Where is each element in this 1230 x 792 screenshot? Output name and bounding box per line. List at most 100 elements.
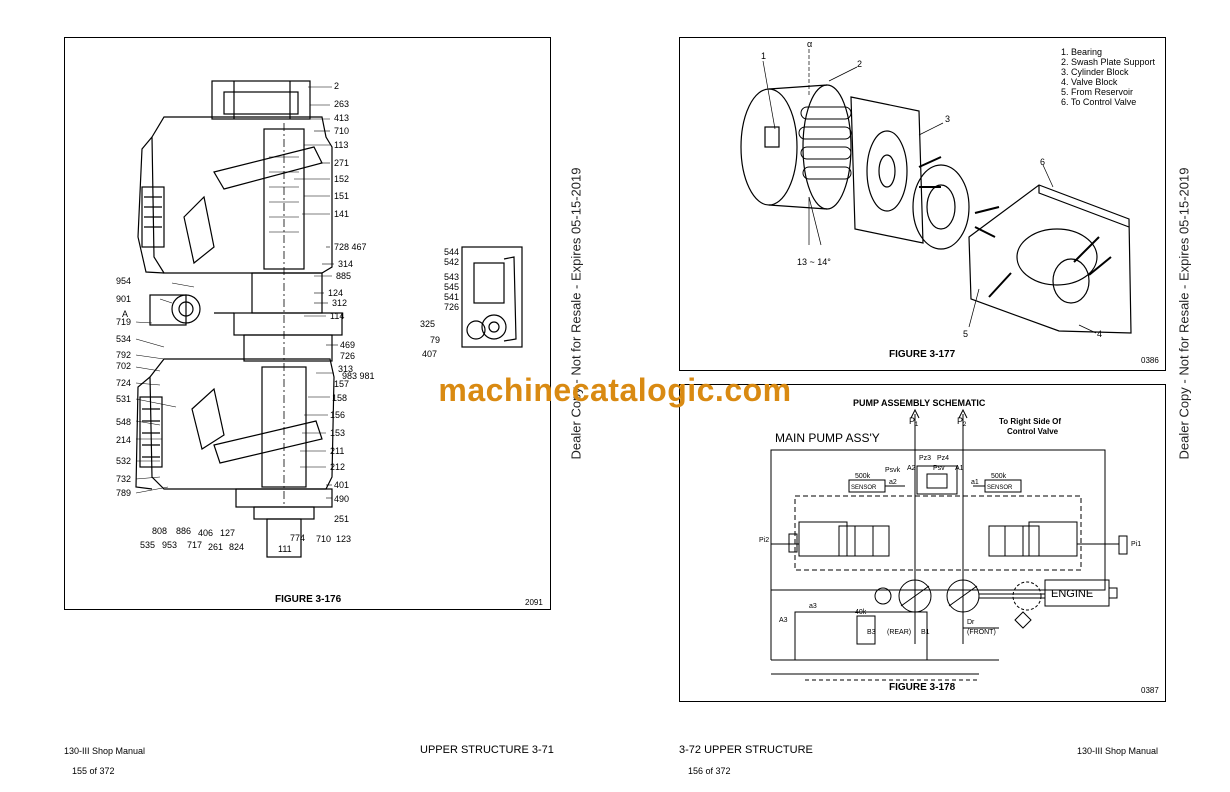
- callout-i-0: 544: [444, 247, 459, 257]
- legend-item-to-control-valve: 6. To Control Valve: [1061, 97, 1137, 107]
- callout-i-2: 543: [444, 272, 459, 282]
- figure-177-caption: FIGURE 3-177: [889, 349, 956, 360]
- label-sensor-left: SENSOR: [851, 485, 877, 491]
- label-right-side: To Right Side Of: [999, 417, 1061, 426]
- callout-r-21: 156: [330, 410, 345, 420]
- label-engine: ENGINE: [1051, 588, 1093, 600]
- pump-schematic-drawing: PUMP ASSEMBLY SCHEMATIC P1 P2 To Right S…: [759, 398, 1141, 681]
- label-pz4: Pz4: [937, 455, 949, 462]
- callout-l-3: 719: [116, 317, 131, 327]
- callout-r-1: 263: [334, 99, 349, 109]
- fig177-callout-4: 4: [1097, 329, 1102, 339]
- callout-r-6: 152: [334, 174, 349, 184]
- callout-r-18: 983 981: [342, 371, 375, 381]
- callout-b2-2: 717: [187, 540, 202, 550]
- legend-item-valve-block: 4. Valve Block: [1061, 77, 1118, 87]
- callout-i-3: 545: [444, 282, 459, 292]
- label-psv: Psv: [933, 465, 945, 472]
- label-500k-left: 500k: [855, 473, 871, 480]
- label-40k: 40k: [855, 609, 867, 616]
- callout-i-4: 541: [444, 292, 459, 302]
- fig177-callout-2: 2: [857, 59, 862, 69]
- callout-r-11: 885: [336, 271, 351, 281]
- right-footer-page-count: 156 of 372: [688, 766, 731, 776]
- watermark: machinecatalogic.com: [438, 372, 792, 408]
- callout-r-26: 490: [334, 494, 349, 504]
- label-a2-upper: A2: [907, 465, 916, 472]
- legend-item-from-reservoir: 5. From Reservoir: [1061, 87, 1134, 97]
- right-footer-section: 3-72 UPPER STRUCTURE: [679, 744, 813, 756]
- fig177-callout-alpha: α: [807, 39, 812, 49]
- callout-l-10: 214: [116, 435, 131, 445]
- callout-r-17: 313: [338, 364, 353, 374]
- dealer-copy-note-middle: Dealer Copy - Not for Resale - Expires 0…: [568, 167, 584, 460]
- callout-r-2: 413: [334, 113, 349, 123]
- callout-r-27: 251: [334, 514, 349, 524]
- label-rear: (REAR): [887, 629, 911, 636]
- label-a3-upper: A3: [779, 617, 788, 624]
- figure-176-callouts-bottom: 808 886 406 127 535 953 717 261 824 774 …: [140, 526, 351, 554]
- figure-176-inset-callouts: 544 542 543 545 541 726 325 79 407: [420, 247, 459, 359]
- fig177-callout-5: 5: [963, 329, 968, 339]
- label-control-valve: Control Valve: [1007, 427, 1059, 436]
- callout-r-13: 312: [332, 298, 347, 308]
- legend-item-cylinder-block: 3. Cylinder Block: [1061, 67, 1129, 77]
- dealer-copy-note-right: Dealer Copy - Not for Resale - Expires 0…: [1176, 167, 1192, 460]
- callout-b1-1: 886: [176, 526, 191, 536]
- callout-r-9: 728 467: [334, 242, 367, 252]
- callout-b1-0: 808: [152, 526, 167, 536]
- figure-176-callouts-left: 954 901 A 719 534 792 702 724 531 548 21…: [116, 276, 131, 498]
- label-pi2: Pi2: [759, 537, 769, 544]
- callout-br-0: 774: [290, 533, 305, 543]
- figure-176-code: 2091: [525, 598, 543, 607]
- label-p1: P1: [909, 416, 919, 428]
- label-a1-upper: A1: [955, 465, 964, 472]
- figure-176-caption: FIGURE 3-176: [275, 594, 342, 605]
- callout-r-20: 158: [332, 393, 347, 403]
- figure-177-code: 0386: [1141, 356, 1159, 365]
- callout-l-13: 789: [116, 488, 131, 498]
- figure-178-code: 0387: [1141, 686, 1159, 695]
- callout-r-7: 151: [334, 191, 349, 201]
- callout-l-11: 532: [116, 456, 131, 466]
- left-footer-section: UPPER STRUCTURE 3-71: [420, 744, 554, 756]
- figure-177-frame: [679, 37, 1166, 371]
- callout-br-2: 123: [336, 534, 351, 544]
- callout-i-6: 325: [420, 319, 435, 329]
- callout-r-0: 2: [334, 81, 339, 91]
- callout-l-5: 792: [116, 350, 131, 360]
- label-psvk: Psvk: [885, 467, 901, 474]
- callout-l-7: 724: [116, 378, 131, 388]
- callout-l-6: 702: [116, 361, 131, 371]
- callout-r-25: 401: [334, 480, 349, 490]
- schematic-title: PUMP ASSEMBLY SCHEMATIC: [853, 398, 986, 408]
- callout-i-5: 726: [444, 302, 459, 312]
- callout-i-7: 79: [430, 335, 440, 345]
- pump-cross-section-drawing: [135, 80, 523, 558]
- callout-r-22: 153: [330, 428, 345, 438]
- legend-item-swash-plate-support: 2. Swash Plate Support: [1061, 57, 1156, 67]
- callout-r-23: 211: [330, 446, 344, 456]
- callout-r-3: 710: [334, 126, 349, 136]
- callout-r-15: 469: [340, 340, 355, 350]
- callout-br-1: 710: [316, 534, 331, 544]
- fig177-callout-6: 6: [1040, 157, 1045, 167]
- callout-r-19: 157: [334, 379, 349, 389]
- callout-l-8: 531: [116, 394, 131, 404]
- legend-item-bearing: 1. Bearing: [1061, 47, 1103, 57]
- left-footer-manual: 130-III Shop Manual: [64, 746, 146, 756]
- figure-176-callouts-right: 2 263 413 710 113 271 152 151 141 728 46…: [328, 81, 375, 524]
- callout-i-1: 542: [444, 257, 459, 267]
- callout-l-1: 901: [116, 294, 131, 304]
- right-footer-manual: 130-III Shop Manual: [1077, 746, 1159, 756]
- callout-r-8: 141: [334, 209, 349, 219]
- callout-r-10: 314: [338, 259, 353, 269]
- callout-b2-0: 535: [140, 540, 155, 550]
- label-a1-lower: a1: [971, 479, 979, 486]
- callout-i-8: 407: [422, 349, 437, 359]
- callout-b2-3: 261: [208, 542, 223, 552]
- fig177-callout-angle: 13 ~ 14°: [797, 257, 831, 267]
- left-footer-page-count: 155 of 372: [72, 766, 115, 776]
- label-p2: P2: [957, 416, 967, 428]
- callout-r-16: 726: [340, 351, 355, 361]
